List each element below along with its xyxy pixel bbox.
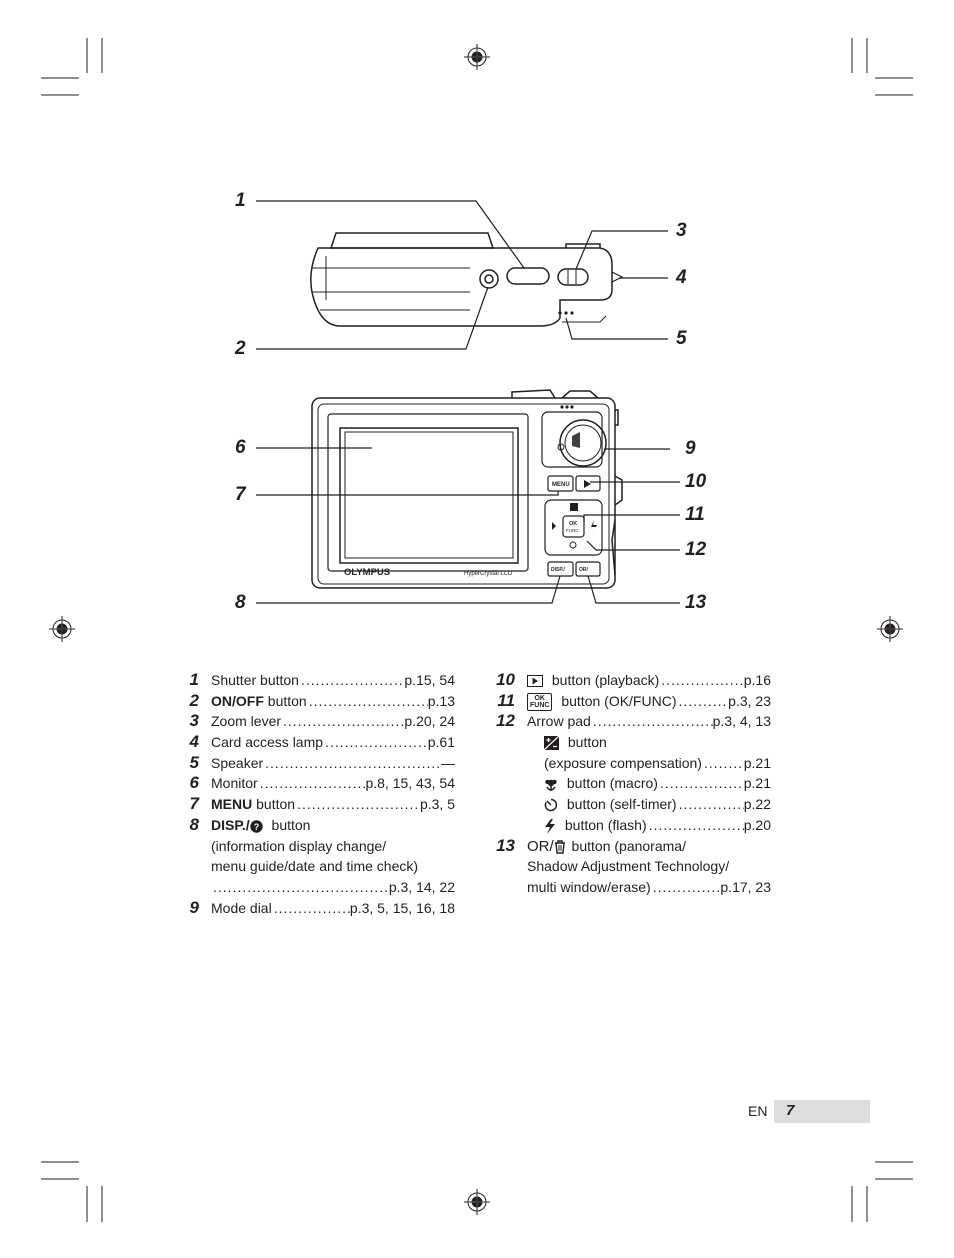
list-item: (exposure compensation)p.21 — [527, 753, 771, 774]
power-button — [479, 269, 499, 289]
macro-icon — [545, 779, 557, 791]
callout-2: 2 — [235, 338, 246, 359]
list-item: multi window/erase)p.17, 23 — [527, 877, 771, 898]
parts-list-left: 1 Shutter buttonp.15, 54 2 ON/OFF button… — [189, 670, 455, 919]
callout-6: 6 — [235, 437, 246, 458]
callout-7: 7 — [235, 484, 246, 505]
func-label: FUNC — [566, 528, 579, 533]
list-item: p.3, 14, 22 — [211, 877, 455, 898]
mode-dial — [559, 419, 607, 467]
list-item: 5 Speaker— — [190, 753, 455, 774]
screen-label: HyperCrystal LCD — [464, 571, 513, 577]
list-item: (information display change/ — [211, 837, 387, 854]
list-item: button (flash)p.20 — [527, 815, 771, 836]
list-item: 13 OR/ button (panorama/ — [496, 835, 686, 855]
list-item: button (macro)p.21 — [527, 773, 771, 794]
trash-icon — [554, 840, 565, 854]
list-item: 10 button (playback)p.16 — [496, 670, 771, 691]
list-item: button (self-timer)p.22 — [527, 794, 771, 815]
callout-9: 9 — [685, 438, 696, 459]
page-number-bar — [774, 1100, 870, 1123]
list-item: 8 DISP./? button — [189, 814, 311, 834]
menu-button — [547, 475, 574, 492]
crosshair-icon — [49, 44, 903, 1215]
zoom-lever — [557, 268, 589, 286]
callout-13: 13 — [685, 592, 707, 613]
brand-logo: OLYMPUS — [344, 567, 390, 578]
exposure-compensation-icon — [544, 736, 559, 751]
callout-1: 1 — [235, 190, 246, 211]
list-item: 12 Arrow padp.3, 4, 13 — [496, 711, 771, 732]
flash-icon — [545, 818, 555, 834]
list-item: 1 Shutter buttonp.15, 54 — [190, 670, 455, 691]
or-button-label: OR/ — [579, 567, 589, 573]
callout-8: 8 — [235, 592, 246, 613]
list-item: 9 Mode dialp.3, 5, 15, 16, 18 — [190, 898, 455, 919]
callout-5: 5 — [676, 328, 687, 349]
list-item: menu guide/date and time check) — [211, 858, 419, 875]
shutter-button — [506, 267, 550, 285]
list-item: 2 ON/OFF buttonp.13 — [190, 691, 455, 712]
self-timer-icon — [544, 799, 558, 812]
callout-3: 3 — [676, 220, 687, 241]
playback-button — [575, 475, 601, 492]
callout-4: 4 — [676, 267, 687, 288]
callout-11: 11 — [685, 504, 705, 525]
playback-icon — [527, 675, 543, 688]
callout-12: 12 — [685, 539, 707, 560]
svg-text:?: ? — [253, 822, 259, 832]
callout-10: 10 — [685, 471, 707, 492]
ok-func-button — [562, 515, 585, 538]
disp-button — [547, 561, 574, 577]
list-item: Shadow Adjustment Technology/ — [527, 858, 730, 875]
list-item: 4 Card access lampp.61 — [190, 732, 455, 753]
page-number: 7 — [786, 1102, 795, 1119]
list-item: 7 MENU buttonp.3, 5 — [190, 794, 455, 815]
list-item: button — [527, 732, 771, 753]
help-icon: ? — [249, 819, 263, 833]
language-label: EN — [748, 1103, 768, 1119]
menu-button-label: MENU — [552, 482, 570, 488]
list-item: 6 Monitorp.8, 15, 43, 54 — [190, 773, 455, 794]
ok-label: OK — [569, 521, 577, 527]
disp-button-label: DISP./ — [551, 567, 565, 573]
list-item: 3 Zoom leverp.20, 24 — [190, 711, 455, 732]
